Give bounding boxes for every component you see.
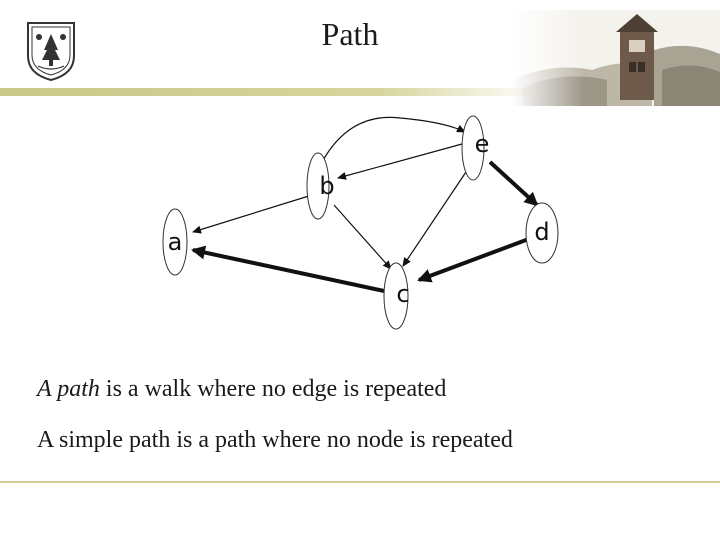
edge-d-c-highlighted	[417, 235, 535, 283]
edge-e-c	[402, 165, 471, 267]
university-seal-logo	[27, 22, 75, 82]
node-c: c	[383, 262, 410, 330]
node-c-label: c	[396, 280, 409, 308]
edge-e-d-highlighted	[488, 160, 539, 207]
edge-e-b	[337, 143, 463, 180]
campus-tower-image	[512, 10, 720, 106]
node-a: a	[162, 208, 188, 276]
footer-divider	[0, 481, 720, 483]
node-d-label: d	[534, 218, 549, 246]
node-e: e	[461, 115, 490, 181]
node-b: b	[306, 152, 335, 220]
node-a-label: a	[168, 228, 183, 256]
title-divider	[0, 88, 540, 96]
edge-c-a-highlighted	[191, 245, 385, 293]
path-term: A path	[37, 376, 100, 402]
simple-path-definition: A simple path is a path where no node is…	[37, 427, 513, 453]
node-e-label: e	[475, 130, 490, 158]
node-b-label: b	[319, 172, 334, 200]
edge-b-a	[192, 194, 313, 234]
path-definition-text: is a walk where no edge is repeated	[99, 376, 447, 402]
node-d: d	[525, 202, 559, 264]
edge-b-c	[333, 204, 392, 270]
path-definition: A path is a walk where no edge is repeat…	[37, 376, 446, 403]
slide-title: Path	[321, 16, 379, 52]
edge-b-e-curve	[321, 116, 466, 163]
